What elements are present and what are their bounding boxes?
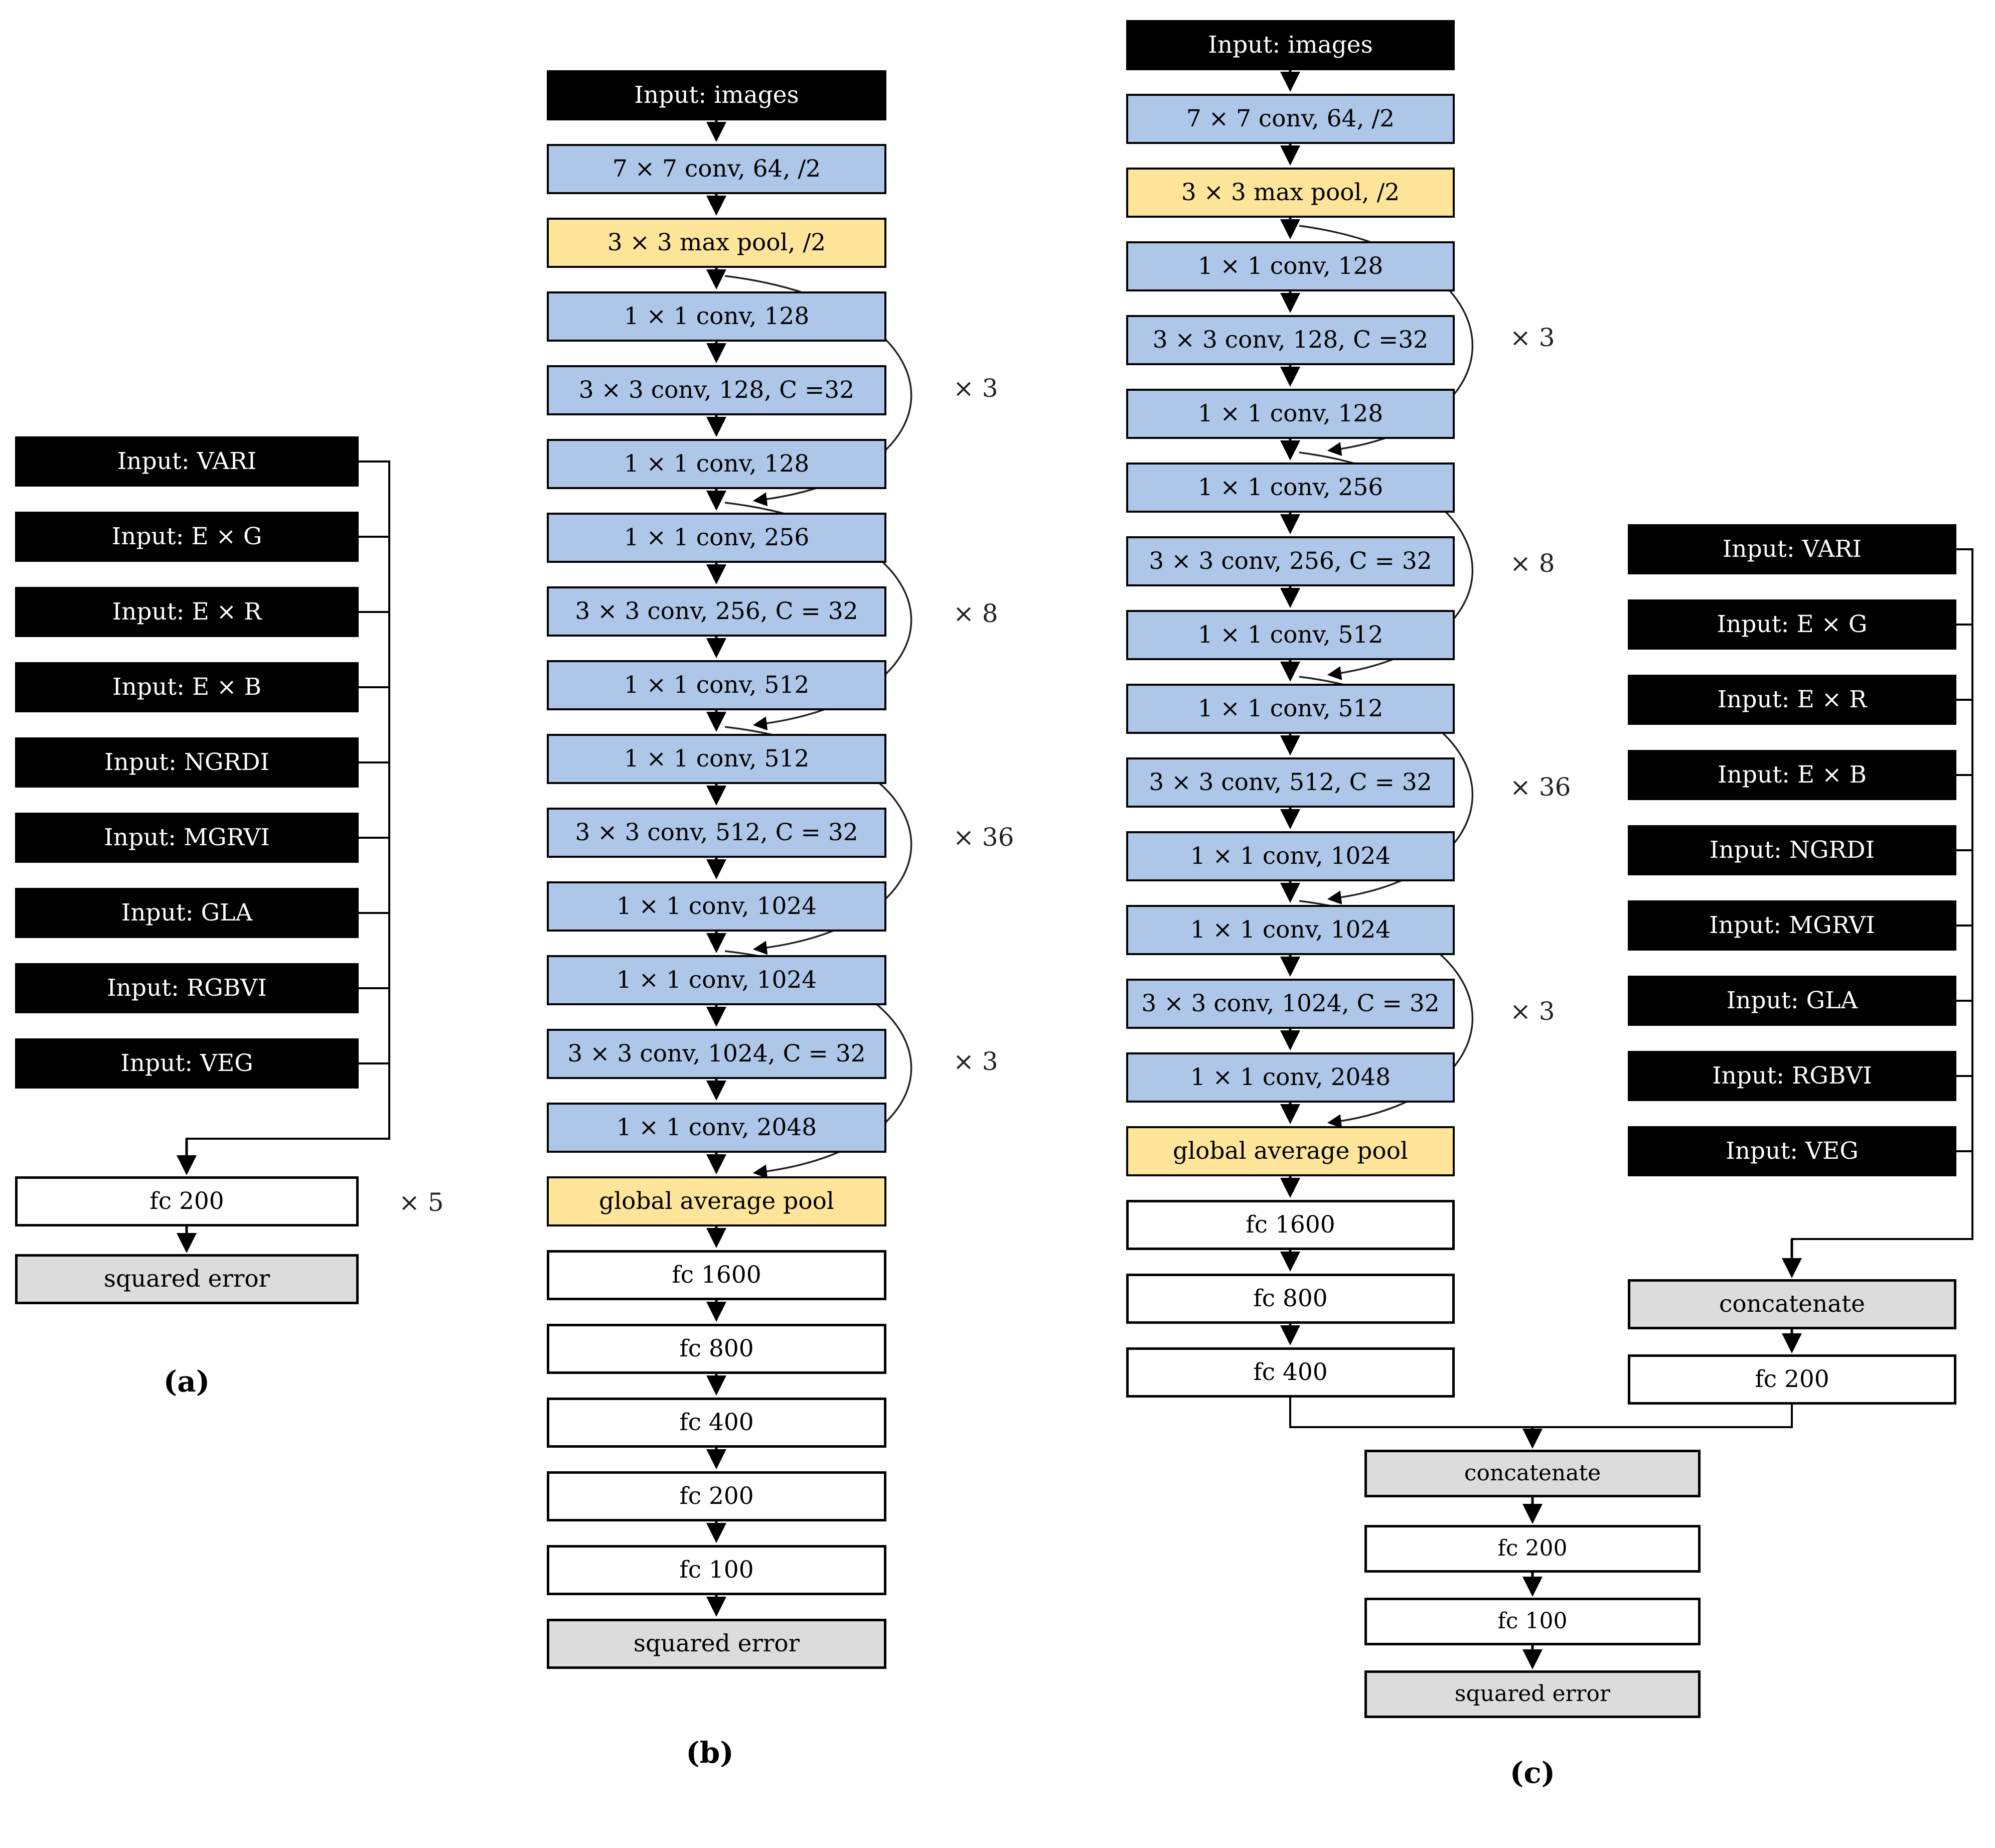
- c-conv-1x1-512-a: 1 × 1 conv, 512: [1126, 610, 1455, 660]
- a-input-ngrdi: Input: NGRDI: [15, 737, 359, 788]
- c-conv-1x1-512-b: 1 × 1 conv, 512: [1126, 684, 1455, 734]
- b-conv-1x1-256: 1 × 1 conv, 256: [547, 513, 886, 563]
- c-input-images: Input: images: [1126, 20, 1455, 70]
- c-fc-800: fc 800: [1126, 1274, 1455, 1324]
- a-input-vari: Input: VARI: [15, 436, 359, 487]
- b-fc-400: fc 400: [547, 1398, 886, 1448]
- c-right-fc-200: fc 200: [1628, 1354, 1956, 1405]
- b-conv-1x1-512-b: 1 × 1 conv, 512: [547, 734, 886, 784]
- c-global-avg-pool: global average pool: [1126, 1126, 1455, 1176]
- a-fc-200: fc 200: [15, 1176, 359, 1226]
- b-repeat-x8-label: × 8: [953, 599, 998, 628]
- c-repeat-x3-label-1: × 3: [1510, 323, 1555, 352]
- b-conv-3x3-512: 3 × 3 conv, 512, C = 32: [547, 808, 886, 858]
- c-repeat-x36-label: × 36: [1510, 773, 1571, 802]
- c-conv-1x1-1024-a: 1 × 1 conv, 1024: [1126, 831, 1455, 881]
- a-input-exg: Input: E × G: [15, 512, 359, 562]
- c-fc-1600: fc 1600: [1126, 1200, 1455, 1250]
- c-repeat-x3-label-2: × 3: [1510, 997, 1555, 1026]
- a-input-exb: Input: E × B: [15, 662, 359, 712]
- c-fc-400: fc 400: [1126, 1347, 1455, 1398]
- b-conv-1x1-2048: 1 × 1 conv, 2048: [547, 1103, 886, 1153]
- b-caption: (b): [686, 1736, 734, 1770]
- a-caption: (a): [163, 1364, 210, 1399]
- c-merge-fc-200: fc 200: [1364, 1525, 1701, 1573]
- a-squared-error: squared error: [15, 1254, 359, 1304]
- a-input-veg: Input: VEG: [15, 1038, 359, 1089]
- c-right-concatenate: concatenate: [1628, 1279, 1956, 1329]
- a-input-gla: Input: GLA: [15, 888, 359, 938]
- b-maxpool-3x3: 3 × 3 max pool, /2: [547, 218, 886, 268]
- c-conv-1x1-2048: 1 × 1 conv, 2048: [1126, 1052, 1455, 1103]
- c-input-exb: Input: E × B: [1628, 750, 1956, 800]
- c-input-gla: Input: GLA: [1628, 976, 1956, 1026]
- c-input-veg: Input: VEG: [1628, 1126, 1956, 1176]
- b-input-images: Input: images: [547, 70, 886, 120]
- c-caption: (c): [1509, 1756, 1556, 1790]
- b-fc-100: fc 100: [547, 1545, 886, 1595]
- b-fc-200: fc 200: [547, 1471, 886, 1521]
- c-merge-fc-100: fc 100: [1364, 1598, 1701, 1645]
- b-conv-1x1-512-a: 1 × 1 conv, 512: [547, 660, 886, 710]
- b-squared-error: squared error: [547, 1619, 886, 1669]
- b-repeat-x36-label: × 36: [953, 823, 1014, 852]
- c-conv-7x7-64: 7 × 7 conv, 64, /2: [1126, 94, 1455, 144]
- c-input-mgrvi: Input: MGRVI: [1628, 900, 1956, 951]
- b-conv-1x1-1024-b: 1 × 1 conv, 1024: [547, 955, 886, 1005]
- b-conv-1x1-1024-a: 1 × 1 conv, 1024: [547, 881, 886, 932]
- c-input-ngrdi: Input: NGRDI: [1628, 825, 1956, 875]
- c-conv-1x1-1024-b: 1 × 1 conv, 1024: [1126, 905, 1455, 955]
- c-conv-1x1-128-b: 1 × 1 conv, 128: [1126, 389, 1455, 439]
- c-conv-3x3-512: 3 × 3 conv, 512, C = 32: [1126, 757, 1455, 808]
- b-global-avg-pool: global average pool: [547, 1176, 886, 1226]
- b-conv-3x3-256: 3 × 3 conv, 256, C = 32: [547, 586, 886, 637]
- a-input-rgbvi: Input: RGBVI: [15, 963, 359, 1013]
- c-conv-1x1-256: 1 × 1 conv, 256: [1126, 463, 1455, 513]
- c-conv-3x3-128: 3 × 3 conv, 128, C =32: [1126, 315, 1455, 365]
- a-input-exr: Input: E × R: [15, 587, 359, 637]
- c-repeat-x8-label: × 8: [1510, 549, 1555, 578]
- b-fc-800: fc 800: [547, 1324, 886, 1374]
- b-conv-7x7-64: 7 × 7 conv, 64, /2: [547, 144, 886, 194]
- b-repeat-x3-label-2: × 3: [953, 1047, 998, 1076]
- b-repeat-x3-label-1: × 3: [953, 374, 998, 403]
- c-input-vari: Input: VARI: [1628, 524, 1956, 574]
- a-repeat-x5-label: × 5: [399, 1188, 444, 1217]
- b-conv-3x3-128: 3 × 3 conv, 128, C =32: [547, 365, 886, 415]
- a-input-mgrvi: Input: MGRVI: [15, 813, 359, 863]
- c-merge-concatenate: concatenate: [1364, 1450, 1701, 1497]
- c-maxpool-3x3: 3 × 3 max pool, /2: [1126, 168, 1455, 218]
- c-input-exg: Input: E × G: [1628, 599, 1956, 650]
- c-conv-3x3-256: 3 × 3 conv, 256, C = 32: [1126, 536, 1455, 586]
- b-conv-1x1-128-a: 1 × 1 conv, 128: [547, 291, 886, 342]
- c-merge-squared-error: squared error: [1364, 1670, 1701, 1718]
- c-input-rgbvi: Input: RGBVI: [1628, 1051, 1956, 1101]
- b-conv-1x1-128-b: 1 × 1 conv, 128: [547, 439, 886, 489]
- b-fc-1600: fc 1600: [547, 1250, 886, 1300]
- c-input-exr: Input: E × R: [1628, 675, 1956, 725]
- c-conv-3x3-1024: 3 × 3 conv, 1024, C = 32: [1126, 979, 1455, 1029]
- c-conv-1x1-128-a: 1 × 1 conv, 128: [1126, 241, 1455, 291]
- b-conv-3x3-1024: 3 × 3 conv, 1024, C = 32: [547, 1029, 886, 1079]
